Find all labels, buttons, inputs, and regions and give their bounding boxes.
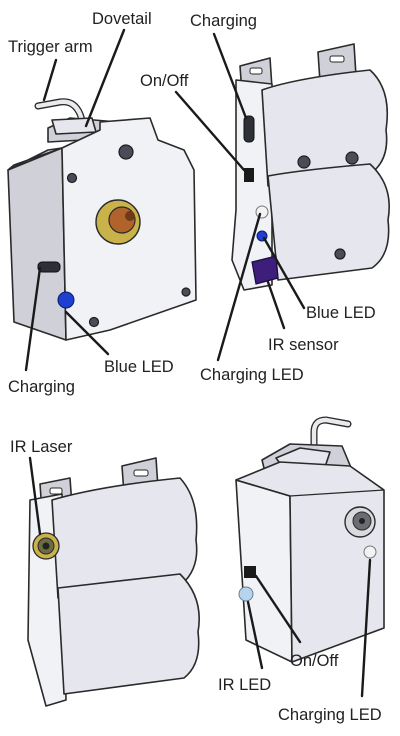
label-ir-laser: IR Laser [10, 438, 73, 456]
blue-led-left [57, 291, 75, 309]
charging-port-left [37, 261, 61, 273]
leader-lines [24, 28, 372, 698]
rear-view-front-face [235, 461, 385, 663]
charging-port-top [243, 115, 255, 143]
label-charging-led-bottom: Charging LED [278, 706, 382, 724]
leader-charging-led-top [216, 212, 262, 362]
device-view-rear [235, 416, 385, 663]
leader-blue-led-left [64, 310, 110, 356]
device-view-battery [231, 43, 390, 291]
label-ir-sensor: IR sensor [268, 336, 339, 354]
ir-led [238, 586, 254, 602]
label-ir-led: IR LED [218, 676, 271, 694]
label-charging-top: Charging [190, 12, 257, 30]
on-off-switch-top [244, 168, 254, 182]
callout-labels: Trigger arm Dovetail Charging On/Off Blu… [8, 10, 382, 724]
label-on-off-bottom: On/Off [290, 652, 339, 670]
label-dovetail: Dovetail [92, 10, 152, 28]
leader-ir-sensor [266, 280, 286, 330]
front-view-side-face [7, 147, 67, 341]
leader-on-off-top [174, 90, 246, 172]
label-charging-left: Charging [8, 378, 75, 396]
leader-ir-led [246, 600, 264, 670]
leader-blue-led-right [262, 236, 306, 310]
leader-dovetail [84, 28, 126, 128]
leader-charging-led-bottom [360, 558, 372, 698]
label-charging-led-top: Charging LED [200, 366, 304, 384]
leader-trigger-arm [42, 58, 58, 102]
leader-ir-laser [28, 456, 42, 536]
mount-hole [118, 144, 134, 160]
on-off-switch-bottom [244, 566, 256, 578]
device-view-front [7, 98, 197, 341]
leader-charging-top [212, 32, 248, 120]
device-view-ir-laser [27, 457, 200, 707]
label-trigger-arm: Trigger arm [8, 38, 93, 56]
label-blue-led-right: Blue LED [306, 304, 376, 322]
leader-charging-left [24, 266, 42, 372]
ir-sensor-window [251, 255, 279, 285]
leader-on-off-bottom [254, 574, 302, 644]
label-on-off-top: On/Off [140, 72, 189, 90]
battery-cylinder-lower [267, 163, 390, 281]
charging-led-bottom [363, 545, 377, 559]
charging-led-top [255, 205, 269, 219]
laser-cylinder-lower [57, 573, 200, 695]
label-blue-led-left: Blue LED [104, 358, 174, 376]
